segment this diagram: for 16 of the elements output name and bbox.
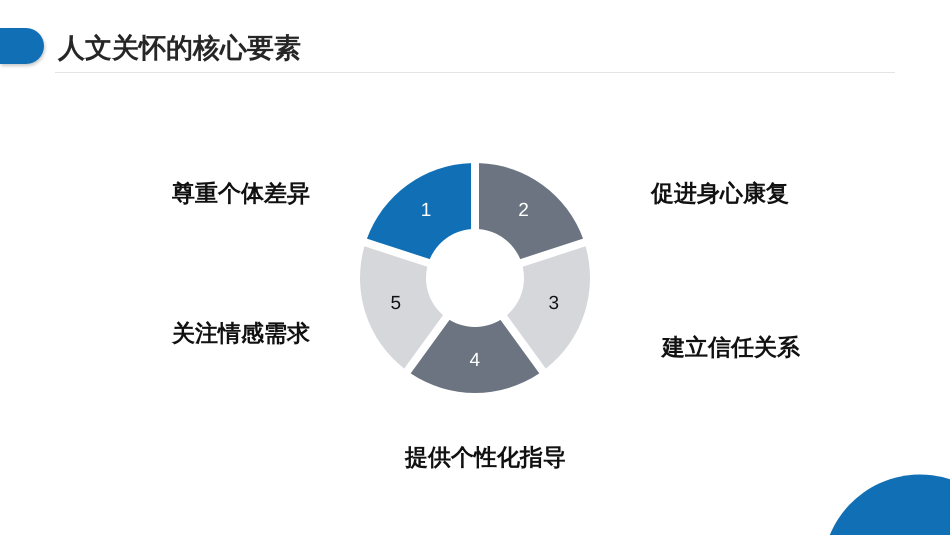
segment-label: 尊重个体差异 [172,179,310,207]
segment-label: 促进身心康复 [651,179,789,207]
donut-segment [366,163,471,260]
segment-number: 5 [390,292,402,315]
page-title: 人文关怀的核心要素 [58,32,301,65]
donut-segment [506,246,590,369]
segment-number: 3 [548,292,560,315]
segment-number: 1 [420,200,432,222]
segment-label: 提供个性化指导 [405,443,566,471]
segment-label: 建立信任关系 [662,333,800,361]
donut-segment [360,246,444,369]
donut-segment [410,319,540,393]
segment-number: 4 [470,350,480,372]
segment-label: 关注情感需求 [172,319,310,347]
segment-number: 2 [518,200,529,222]
donut-segment [479,163,584,260]
